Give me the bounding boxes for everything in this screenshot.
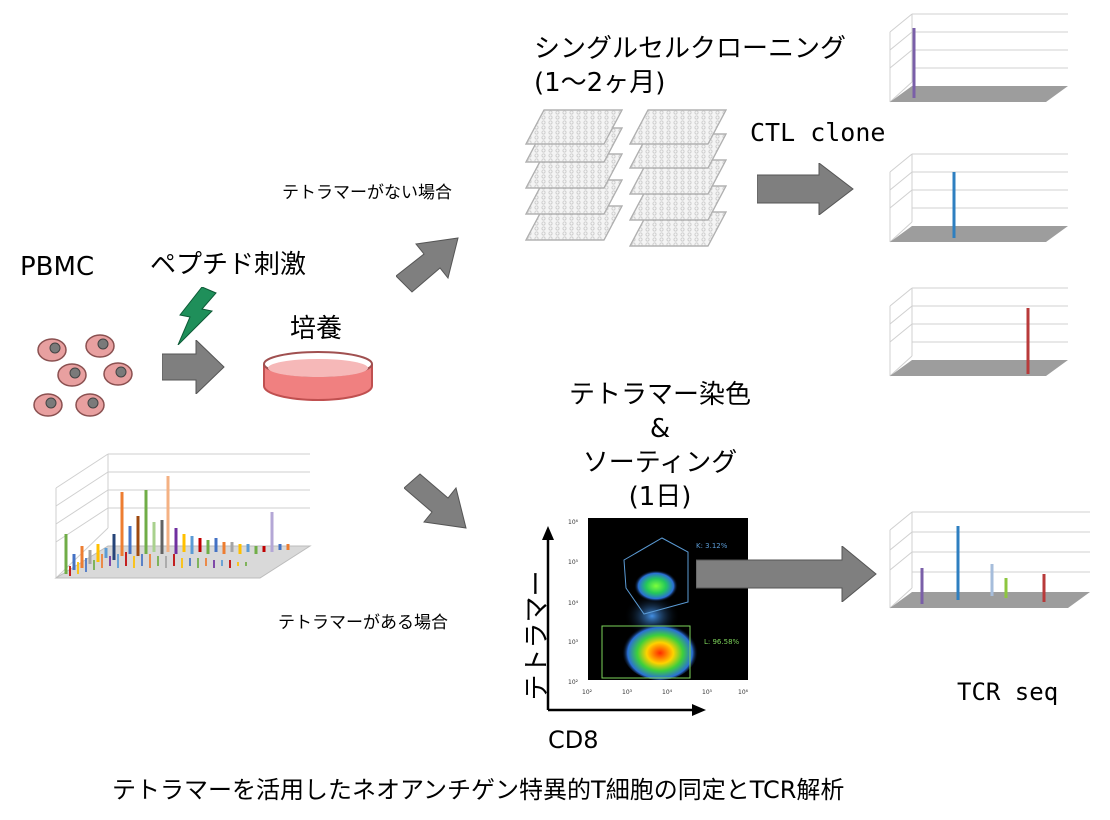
- x-axis-label: CD8: [548, 726, 599, 754]
- x-tick: 10³: [622, 689, 633, 696]
- tetramer-stain-line3: ソーティング: [582, 448, 738, 478]
- y-axis-label: テトラマー: [522, 570, 553, 701]
- x-tick: 10⁶: [738, 689, 749, 696]
- y-tick: 10⁶: [568, 519, 579, 526]
- arrow-icon: [162, 340, 225, 394]
- with-tetramer-label: テトラマーがある場合: [278, 613, 448, 633]
- y-tick: 10⁴: [568, 600, 579, 607]
- facs-axes: [542, 526, 706, 716]
- x-tick: 10⁴: [662, 689, 673, 696]
- peptide-stim-label: ペプチド刺激: [150, 250, 307, 280]
- repertoire-3d-chart: [54, 453, 312, 579]
- arrow-right-icon: [696, 546, 877, 602]
- pbmc-cells: [33, 334, 133, 417]
- gate-k-label: K: 3.12%: [696, 542, 728, 550]
- y-tick: 10⁵: [568, 559, 579, 566]
- x-tick: 10²: [582, 689, 593, 696]
- tetramer-stain-line4: (1日): [628, 482, 692, 512]
- tetramer-stain-title: テトラマー染色 & ソーティング (1日): [540, 378, 780, 514]
- clone-chart-3: [889, 287, 1068, 377]
- facs-plot: 10⁶ 10⁵ 10⁴ 10³ 10² 10² 10³ 10⁴ 10⁵ 10⁶: [566, 516, 756, 700]
- well-plates-icon: [525, 109, 727, 247]
- tcr-seq-label: TCR seq: [957, 678, 1059, 706]
- single-cell-cloning-duration: (1〜2ヶ月): [534, 68, 666, 98]
- clone-chart-1: [889, 13, 1068, 103]
- arrow-right-icon: [757, 163, 854, 215]
- tetramer-stain-line1: テトラマー染色: [568, 380, 751, 410]
- no-tetramer-label: テトラマーがない場合: [282, 183, 452, 203]
- pbmc-label: PBMC: [20, 252, 95, 282]
- clone-chart-2: [889, 153, 1068, 243]
- tcr-seq-chart: [889, 511, 1090, 609]
- culture-label: 培養: [290, 314, 343, 344]
- arrow-down-right-icon: [404, 473, 467, 529]
- y-tick: 10³: [568, 639, 579, 646]
- figure-caption: テトラマーを活用したネオアンチゲン特異的T細胞の同定とTCR解析: [112, 776, 845, 804]
- culture-dish-icon: [263, 351, 373, 401]
- lightning-icon: [177, 287, 217, 345]
- ctl-clone-label: CTL clone: [750, 118, 886, 147]
- arrow-up-right-icon: [396, 237, 459, 293]
- tetramer-stain-line2: &: [649, 414, 671, 444]
- gate-l-label: L: 96.58%: [704, 638, 740, 646]
- x-tick: 10⁵: [702, 689, 713, 696]
- single-cell-cloning-title: シングルセルクローニング: [534, 34, 847, 64]
- y-tick: 10²: [568, 679, 579, 686]
